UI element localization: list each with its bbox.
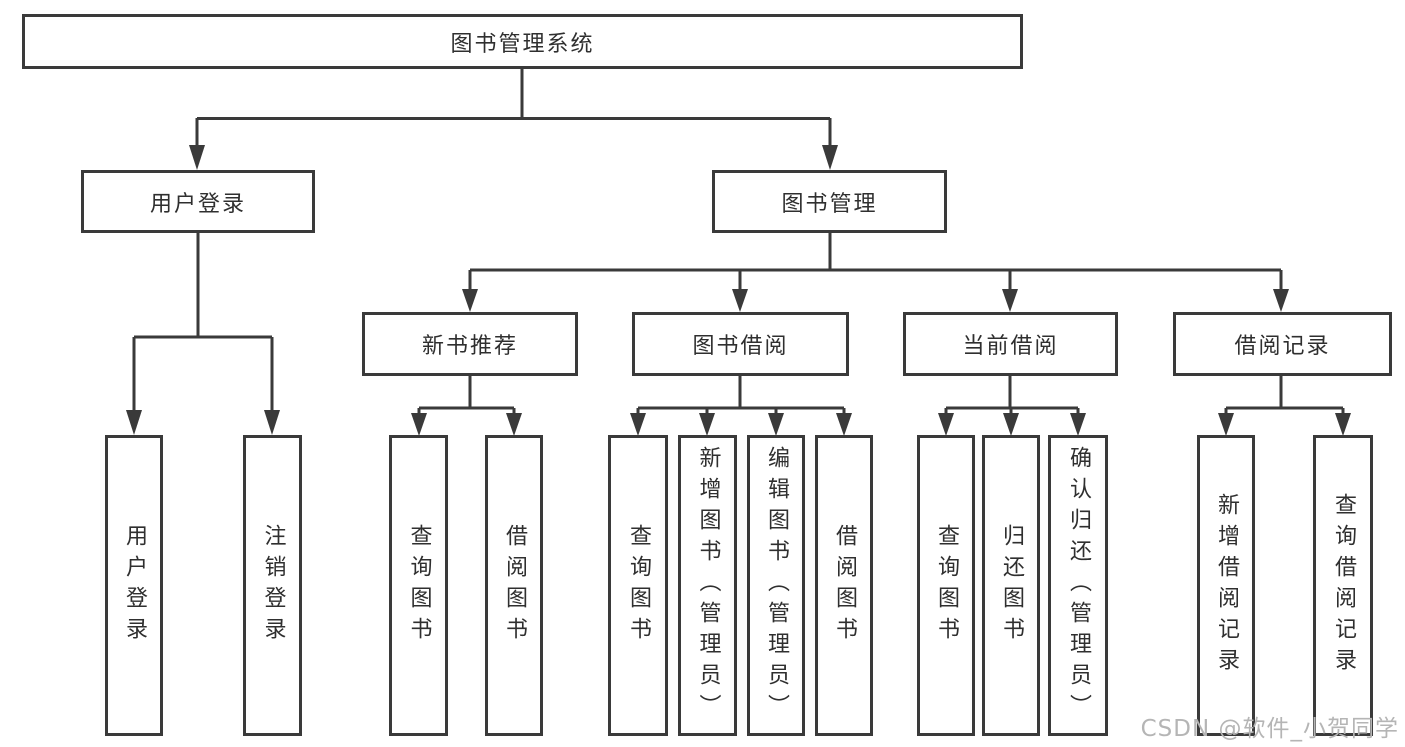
leaf-records-query-record: 查询借阅记录 (1313, 435, 1373, 736)
csdn-watermark: CSDN @软件_小贺同学 (1140, 716, 1399, 742)
leaf-current-return-books: 归还图书 (982, 435, 1040, 736)
node-borrowing-records-label: 借阅记录 (1234, 334, 1331, 359)
leaf-newbook-query-books: 查询图书 (389, 435, 448, 736)
leaf-borrow-add-books-admin: 新增图书（管理员） (678, 435, 737, 736)
leaf-newbook-borrow-books-label: 借阅图书 (502, 523, 527, 648)
leaf-current-confirm-return-admin: 确认归还（管理员） (1048, 435, 1108, 736)
leaf-newbook-query-books-label: 查询图书 (406, 523, 432, 648)
node-user-login: 用户登录 (81, 170, 315, 233)
node-new-book-recommend-label: 新书推荐 (421, 334, 518, 359)
leaf-borrow-edit-books-admin: 编辑图书（管理员） (747, 435, 805, 736)
node-book-management: 图书管理 (712, 170, 947, 233)
leaf-newbook-borrow-books: 借阅图书 (485, 435, 543, 736)
leaf-current-query-books: 查询图书 (917, 435, 975, 736)
leaf-logout-label: 注销登录 (260, 523, 286, 648)
node-root-label: 图书管理系统 (450, 31, 595, 57)
leaf-current-query-books-label: 查询图书 (934, 523, 959, 648)
node-current-borrowing-label: 当前借阅 (962, 334, 1059, 359)
leaf-user-login-label: 用户登录 (122, 523, 147, 648)
node-new-book-recommend: 新书推荐 (362, 312, 578, 376)
leaf-records-query-record-label: 查询借阅记录 (1331, 492, 1356, 679)
leaf-records-add-record-label: 新增借阅记录 (1214, 492, 1239, 679)
node-current-borrowing: 当前借阅 (903, 312, 1118, 376)
leaf-borrow-borrow-books-label: 借阅图书 (832, 523, 857, 648)
leaf-current-confirm-return-admin-label: 确认归还（管理员） (1066, 446, 1091, 725)
leaf-borrow-add-books-admin-label: 新增图书（管理员） (695, 446, 721, 725)
leaf-logout: 注销登录 (243, 435, 302, 736)
leaf-borrow-query-books-label: 查询图书 (626, 523, 651, 648)
leaf-user-login: 用户登录 (105, 435, 163, 736)
arrowheads (126, 145, 1351, 436)
node-book-borrowing-label: 图书借阅 (692, 334, 789, 359)
leaf-current-return-books-label: 归还图书 (999, 523, 1024, 648)
node-root: 图书管理系统 (22, 14, 1023, 69)
leaf-borrow-query-books: 查询图书 (608, 435, 668, 736)
node-borrowing-records: 借阅记录 (1173, 312, 1392, 376)
node-book-borrowing: 图书借阅 (632, 312, 849, 376)
leaf-borrow-edit-books-admin-label: 编辑图书（管理员） (764, 446, 789, 725)
leaf-records-add-record: 新增借阅记录 (1197, 435, 1255, 736)
node-user-login-label: 用户登录 (149, 191, 246, 217)
leaf-borrow-borrow-books: 借阅图书 (815, 435, 873, 736)
node-book-management-label: 图书管理 (781, 191, 878, 217)
